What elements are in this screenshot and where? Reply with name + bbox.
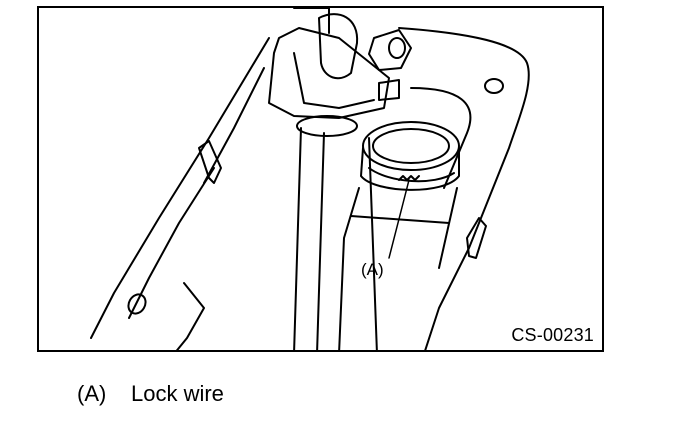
legend-label: Lock wire	[131, 381, 224, 406]
bolt-head	[368, 29, 412, 71]
column-shaft-highlight	[316, 132, 325, 350]
bolt-nut	[378, 79, 400, 101]
joint-yoke-inner	[293, 52, 375, 109]
legend-key: (A)	[77, 381, 107, 406]
steering-column-illustration	[90, 8, 530, 350]
right-panel-outline	[398, 27, 530, 350]
lock-wire-twist	[398, 175, 420, 181]
left-panel-flange	[203, 67, 265, 184]
joint-yoke	[268, 27, 390, 119]
column-shaft-left	[293, 127, 302, 350]
stud-right	[466, 217, 487, 259]
seal-ring-inner	[372, 128, 450, 164]
bolt-end	[388, 37, 406, 59]
figure-code: CS-00231	[511, 325, 594, 345]
callout-leader-line	[388, 179, 410, 259]
shaft-top	[293, 8, 330, 34]
stud-left	[198, 140, 222, 184]
left-panel-inner	[128, 167, 215, 319]
left-panel-outline	[90, 37, 270, 339]
callout-a-label: (A)	[361, 260, 384, 279]
hole-lower-left	[127, 293, 147, 315]
right-panel-inner	[410, 87, 472, 189]
seal-ring-top	[362, 121, 460, 171]
yoke-bore	[296, 115, 358, 137]
lock-wire	[368, 167, 455, 183]
legend: (A) Lock wire	[77, 381, 224, 407]
illustration-frame: (A) CS-00231	[37, 6, 604, 352]
column-shaft-right	[368, 137, 378, 350]
joint-bearing-cap	[318, 13, 359, 80]
hole-top-right	[484, 78, 504, 94]
seal-ring-body	[360, 147, 460, 191]
boot-lower-right	[438, 187, 458, 269]
boot-band	[350, 215, 450, 224]
left-panel-lower	[175, 282, 205, 350]
boot-lower-left	[338, 187, 360, 350]
